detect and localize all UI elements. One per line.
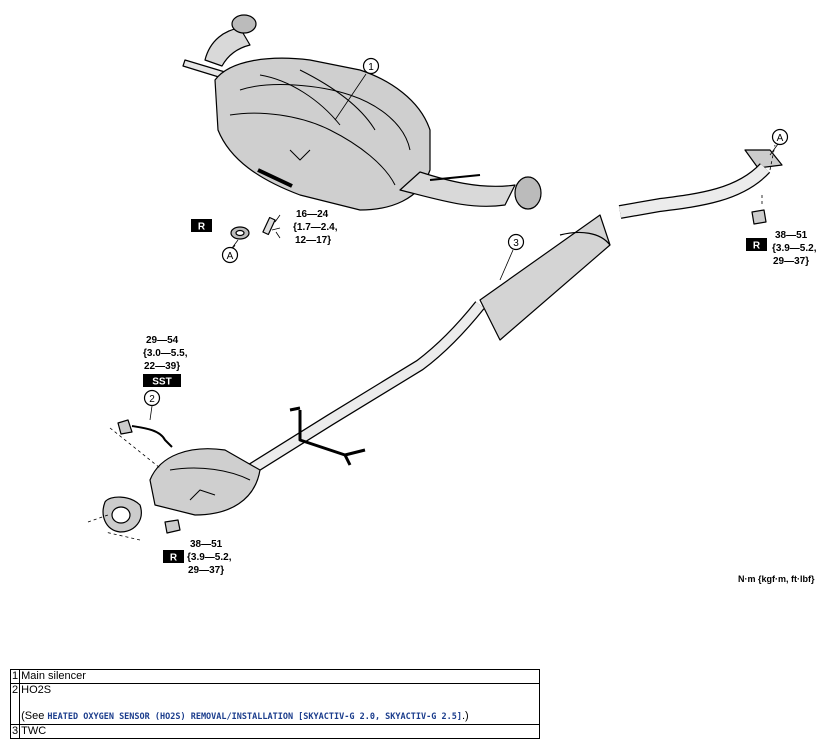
legend-text: HO2S (See HEATED OXYGEN SENSOR (HO2S) RE… xyxy=(19,683,540,725)
ho2s-procedure-link[interactable]: HEATED OXYGEN SENSOR (HO2S) REMOVAL/INST… xyxy=(47,712,462,722)
torque-rear-nut: 38—51 {3.9—5.2, 29—37} xyxy=(187,539,232,576)
svg-text:22—39}: 22—39} xyxy=(144,361,180,372)
svg-text:{1.7—2.4,: {1.7—2.4, xyxy=(293,222,338,233)
legend-num: 3 xyxy=(9,724,21,739)
svg-text:{3.9—5.2,: {3.9—5.2, xyxy=(772,243,817,254)
svg-text:12—17}: 12—17} xyxy=(295,235,331,246)
legend-note: (See HEATED OXYGEN SENSOR (HO2S) REMOVAL… xyxy=(21,710,469,722)
svg-text:{3.0—5.5,: {3.0—5.5, xyxy=(143,348,188,359)
torque-silencer-bolt: 16—24 {1.7—2.4, 12—17} xyxy=(293,209,338,246)
svg-text:38—51: 38—51 xyxy=(190,539,223,550)
exhaust-system-diagram: 1 3 2 A A R R R SST 16—24 {1.7—2.4, 12—1… xyxy=(87,14,817,576)
legend-text-ho2s: HO2S xyxy=(21,684,52,696)
parts-legend: 1 Main silencer 2 HO2S (See HEATED OXYGE… xyxy=(9,669,540,739)
callout-a-bottom: A xyxy=(227,251,234,262)
svg-text:R: R xyxy=(753,241,761,252)
legend-num: 2 xyxy=(9,683,21,725)
torque-front-nut: 38—51 {3.9—5.2, 29—37} xyxy=(772,230,817,267)
svg-text:16—24: 16—24 xyxy=(296,209,329,220)
callout-a-top: A xyxy=(777,133,784,144)
legend-num: 1 xyxy=(9,669,21,684)
legend-row: 3 TWC xyxy=(9,724,540,739)
svg-text:29—37}: 29—37} xyxy=(188,565,224,576)
svg-text:29—54: 29—54 xyxy=(146,335,179,346)
svg-text:R: R xyxy=(170,553,178,564)
callout-3: 3 xyxy=(513,238,519,249)
legend-row: 1 Main silencer xyxy=(9,669,540,684)
legend-text: Main silencer xyxy=(19,669,540,684)
svg-text:R: R xyxy=(198,222,206,233)
silencer-bolt xyxy=(262,216,276,236)
replace-badge: R xyxy=(191,219,212,233)
torque-units: N·m {kgf·m, ft·lbf} xyxy=(738,574,815,584)
replace-badge: R xyxy=(163,550,184,564)
svg-text:{3.9—5.2,: {3.9—5.2, xyxy=(187,552,232,563)
ho2s-sensor xyxy=(117,419,173,448)
svg-text:SST: SST xyxy=(152,377,171,388)
replace-badge: R xyxy=(746,238,767,252)
torque-ho2s: 29—54 {3.0—5.5, 22—39} xyxy=(143,335,188,372)
main-silencer xyxy=(182,14,542,211)
svg-text:29—37}: 29—37} xyxy=(773,256,809,267)
callout-1: 1 xyxy=(368,62,374,73)
sst-badge: SST xyxy=(143,374,181,388)
legend-text: TWC xyxy=(19,724,540,739)
svg-text:38—51: 38—51 xyxy=(775,230,808,241)
front-pipe xyxy=(102,149,783,534)
legend-row: 2 HO2S (See HEATED OXYGEN SENSOR (HO2S) … xyxy=(9,683,540,725)
callout-2: 2 xyxy=(149,394,155,405)
